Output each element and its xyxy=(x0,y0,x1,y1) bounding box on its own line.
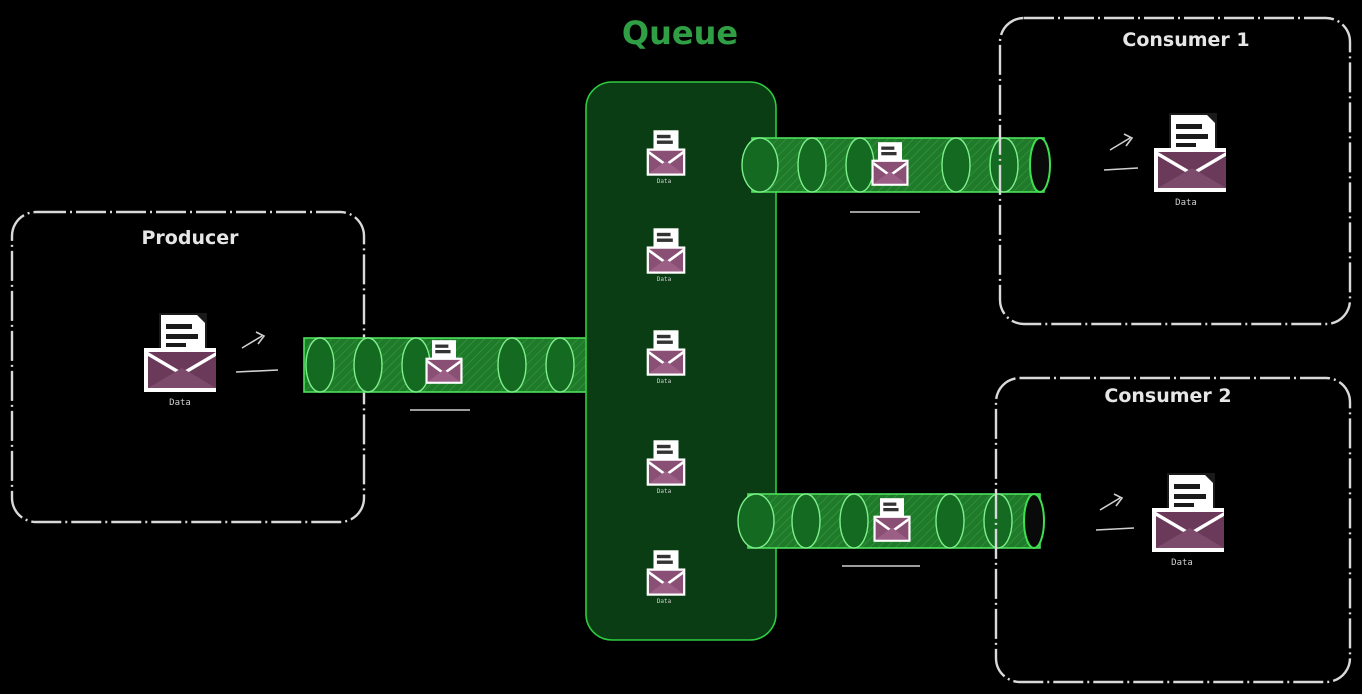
producer-envelope-icon xyxy=(143,313,217,393)
producer-label: Producer xyxy=(142,227,240,249)
queue-message-item: Data xyxy=(646,440,686,495)
consumer-2-message-caption: Data xyxy=(1171,558,1193,568)
consumer-1-label: Consumer 1 xyxy=(1122,29,1249,51)
consumer-2-receive-scribble xyxy=(1095,493,1135,531)
queue-to-consumer-2-pipe xyxy=(737,493,1045,567)
queue-message-caption: Data xyxy=(657,598,672,605)
producer-send-scribble xyxy=(235,331,279,373)
queue-message-caption: Data xyxy=(657,178,672,185)
queue-message-item: Data xyxy=(646,228,686,283)
queue-title: Queue xyxy=(622,14,738,52)
queue-message-caption: Data xyxy=(657,488,672,495)
consumer-1-message-caption: Data xyxy=(1175,198,1197,208)
consumer-2-box: Consumer 2 Data xyxy=(994,376,1352,684)
consumer-2-envelope-icon xyxy=(1151,473,1225,553)
producer-to-queue-pipe xyxy=(303,337,607,411)
queue-message-caption: Data xyxy=(657,276,672,283)
queue-message-item: Data xyxy=(646,130,686,185)
producer-message-caption: Data xyxy=(169,398,191,408)
queue-message-item: Data xyxy=(646,550,686,605)
consumer-2-label: Consumer 2 xyxy=(1104,385,1231,407)
consumer-1-receive-scribble xyxy=(1103,133,1139,171)
consumer-1-box: Consumer 1 Data xyxy=(998,16,1352,326)
queue-to-consumer-1-pipe xyxy=(741,137,1051,213)
producer-box: Producer Data xyxy=(10,210,366,524)
consumer-1-envelope-icon xyxy=(1153,113,1227,193)
queue-message-caption: Data xyxy=(657,378,672,385)
queue-message-item: Data xyxy=(646,330,686,385)
